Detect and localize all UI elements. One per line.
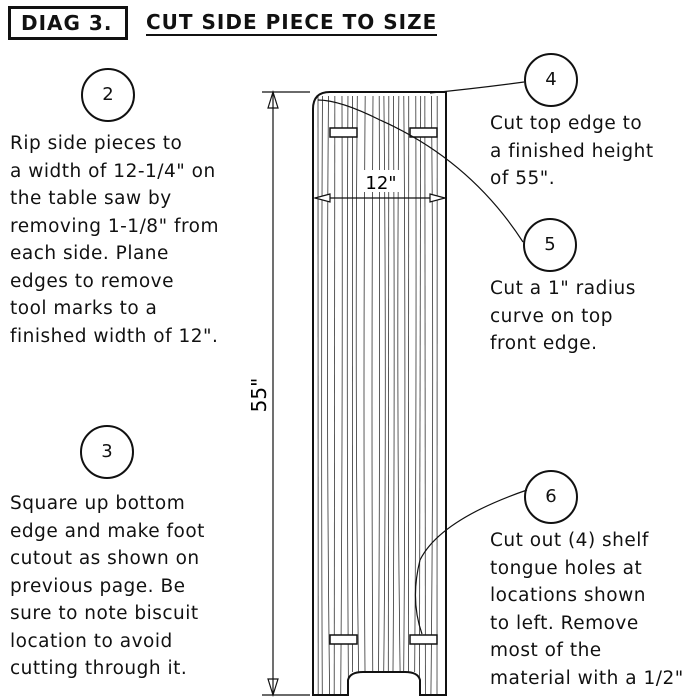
width-label: 12" xyxy=(365,173,396,194)
diagram-title: CUT SIDE PIECE TO SIZE xyxy=(146,10,438,36)
width-dimension xyxy=(312,193,448,203)
grain-line xyxy=(321,95,323,696)
grain-line xyxy=(333,95,336,696)
step-6-badge: 6 xyxy=(524,470,578,524)
hole xyxy=(329,634,358,645)
step-3-badge: 3 xyxy=(80,425,134,479)
shelf-tongue-holes xyxy=(329,127,438,645)
grain-line xyxy=(403,95,406,673)
grain-line xyxy=(430,95,434,696)
grain-line xyxy=(340,95,343,696)
height-dimension xyxy=(262,89,310,698)
grain-line xyxy=(424,95,426,696)
hole xyxy=(409,127,438,138)
grain-line xyxy=(346,95,349,696)
leader-lines xyxy=(317,81,528,635)
step-4-badge: 4 xyxy=(524,53,578,107)
step-5-badge: 5 xyxy=(523,218,577,272)
grain-line xyxy=(355,95,360,673)
grain-line xyxy=(408,95,410,673)
board-outline xyxy=(312,91,447,696)
diagram-label: DIAG 3. xyxy=(8,6,128,40)
hole xyxy=(329,127,358,138)
grain-line xyxy=(419,95,422,696)
height-label: 55" xyxy=(247,378,271,413)
hole xyxy=(409,634,438,645)
grain-line xyxy=(327,95,331,696)
step-2-badge: 2 xyxy=(81,68,135,122)
